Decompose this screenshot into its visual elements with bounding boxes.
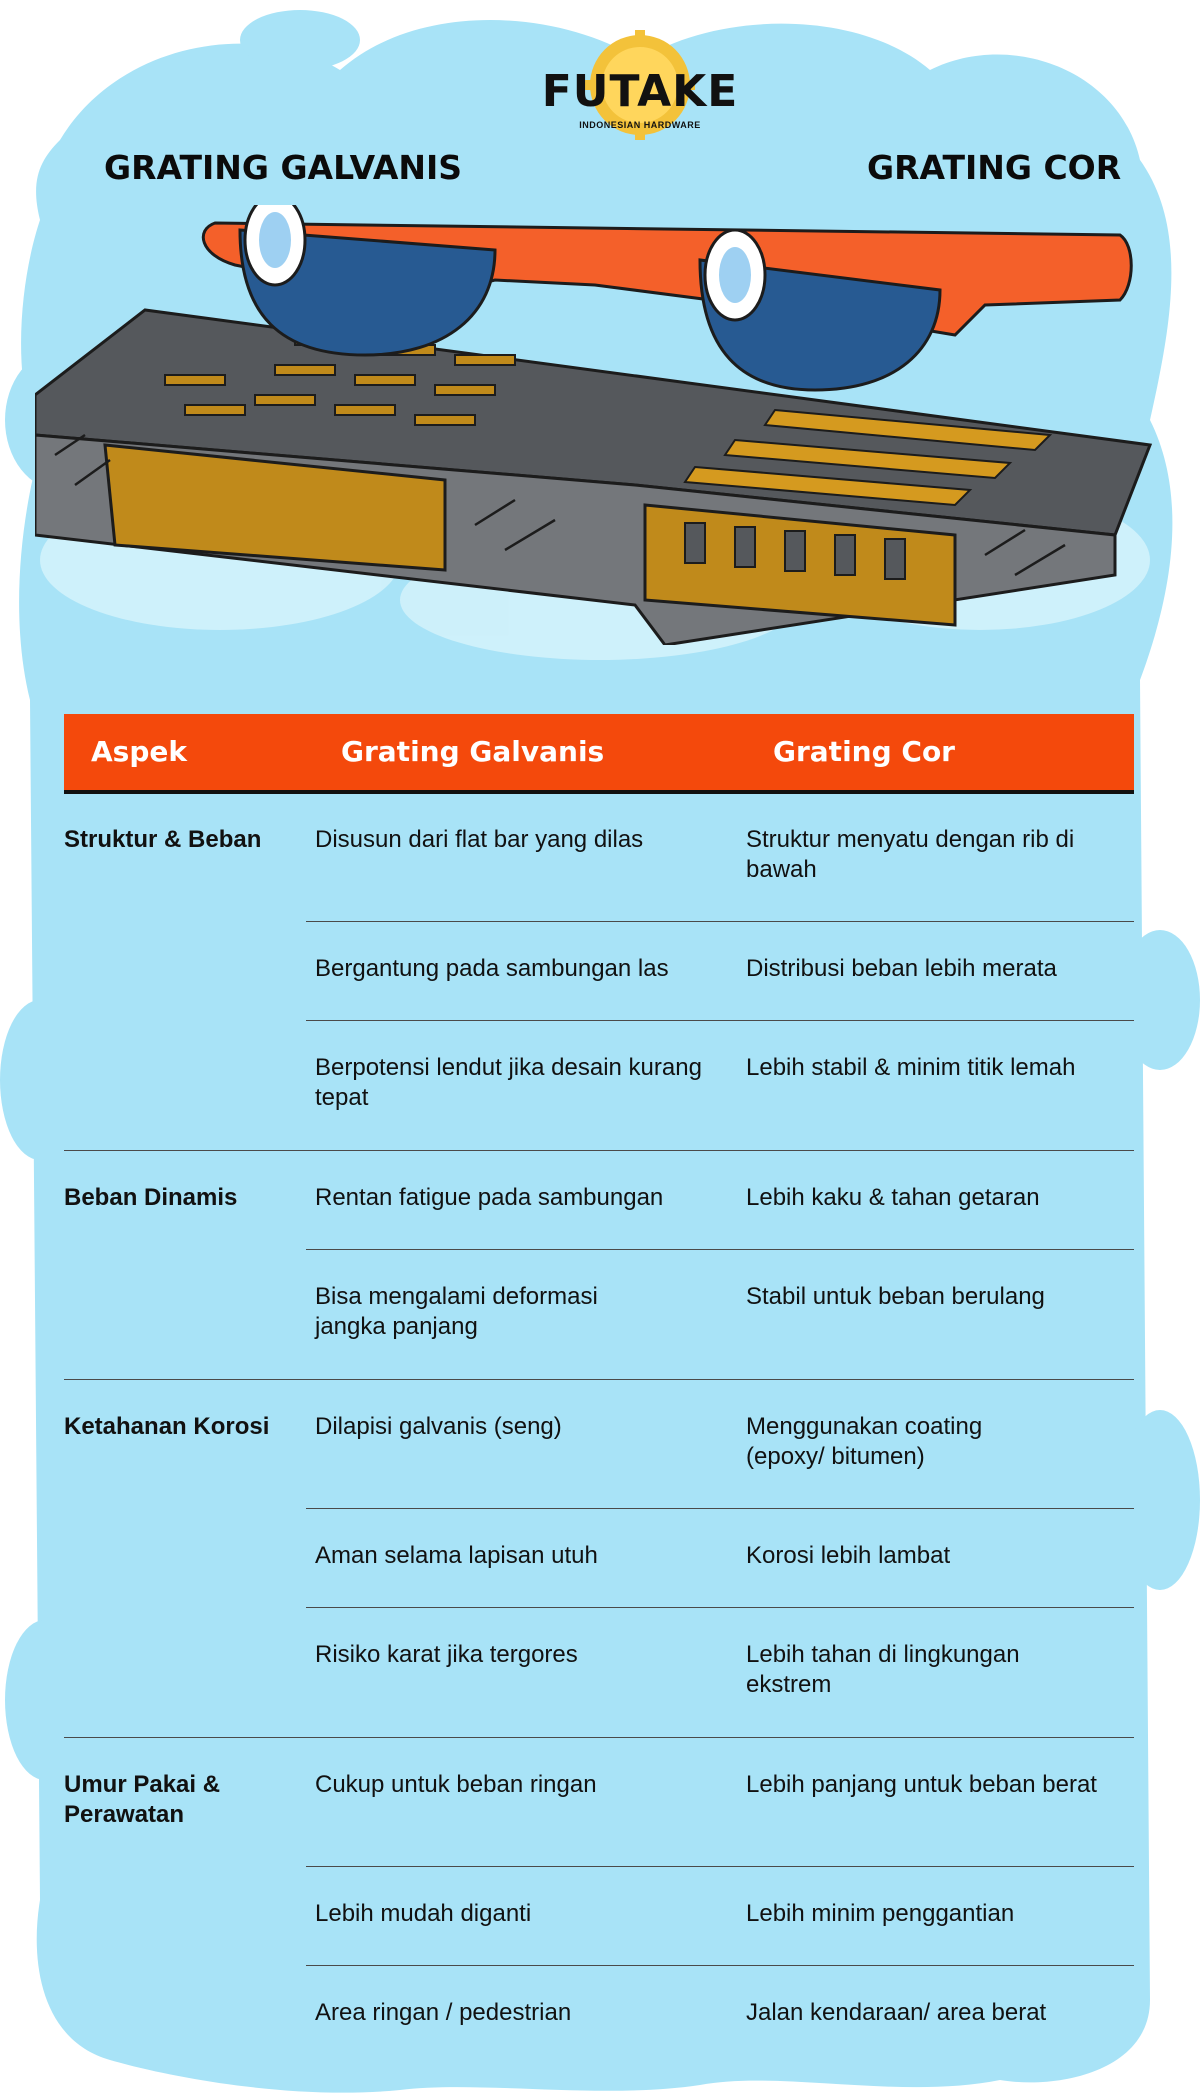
row-divider [306, 921, 1134, 922]
cell-galvanis: Berpotensi lendut jika desain kurang tep… [315, 1054, 702, 1111]
group-divider [64, 1379, 1134, 1380]
cell-cor: Jalan kendaraan/ area berat [746, 1999, 1047, 2026]
cell-cor: Distribusi beban lebih merata [746, 955, 1057, 982]
aspect-beban-dinamis: Beban Dinamis [64, 1184, 238, 1211]
cell-galvanis: Rentan fatigue pada sambungan [315, 1184, 664, 1211]
brand-logo: FUTAKE INDONESIAN HARDWARE [520, 30, 760, 140]
aspect-ketahanan-korosi: Ketahanan Korosi [64, 1413, 270, 1440]
cell-galvanis: Area ringan / pedestrian [315, 1999, 572, 2026]
row-divider [306, 1508, 1134, 1509]
brand-tagline: INDONESIAN HARDWARE [579, 120, 701, 130]
cell-cor: Lebih kaku & tahan getaran [746, 1184, 1040, 1211]
header-grating-cor: Grating Cor [773, 735, 955, 768]
cell-galvanis: Bergantung pada sambungan las [315, 955, 669, 982]
aspect-umur-pakai-perawatan: Umur Pakai & Perawatan [64, 1771, 221, 1828]
cell-galvanis: Bisa mengalami deformasi jangka panjang [315, 1283, 598, 1340]
title-right: GRATING COR [867, 148, 1122, 187]
row-divider [306, 1965, 1134, 1966]
brand-name: FUTAKE [541, 66, 739, 117]
cell-cor: Stabil untuk beban berulang [746, 1283, 1045, 1310]
grating-truck-illustration [35, 205, 1153, 645]
group-divider [64, 1737, 1134, 1738]
cell-cor: Korosi lebih lambat [746, 1542, 951, 1569]
header-aspek: Aspek [91, 735, 187, 768]
cell-cor: Lebih tahan di lingkungan ekstrem [746, 1641, 1020, 1698]
cell-cor: Menggunakan coating (epoxy/ bitumen) [746, 1413, 983, 1470]
row-divider [306, 1249, 1134, 1250]
gear-emblem-icon [585, 30, 695, 140]
group-divider [64, 1150, 1134, 1151]
row-divider [306, 1607, 1134, 1608]
cell-galvanis: Dilapisi galvanis (seng) [315, 1413, 562, 1440]
aspect-struktur-beban: Struktur & Beban [64, 826, 262, 853]
header-grating-galvanis: Grating Galvanis [341, 735, 605, 768]
cell-galvanis: Risiko karat jika tergores [315, 1641, 578, 1668]
cell-galvanis: Lebih mudah diganti [315, 1900, 532, 1927]
row-divider [306, 1020, 1134, 1021]
title-left: GRATING GALVANIS [104, 148, 463, 187]
cell-galvanis: Disusun dari flat bar yang dilas [315, 826, 644, 853]
cell-galvanis: Cukup untuk beban ringan [315, 1771, 597, 1798]
cell-cor: Lebih panjang untuk beban berat [746, 1771, 1097, 1798]
table-header: Aspek Grating Galvanis Grating Cor [64, 714, 1134, 794]
cell-cor: Lebih minim penggantian [746, 1900, 1015, 1927]
cell-galvanis: Aman selama lapisan utuh [315, 1542, 598, 1569]
row-divider [306, 1866, 1134, 1867]
cell-cor: Lebih stabil & minim titik lemah [746, 1054, 1076, 1081]
cell-cor: Struktur menyatu dengan rib di bawah [746, 826, 1075, 883]
